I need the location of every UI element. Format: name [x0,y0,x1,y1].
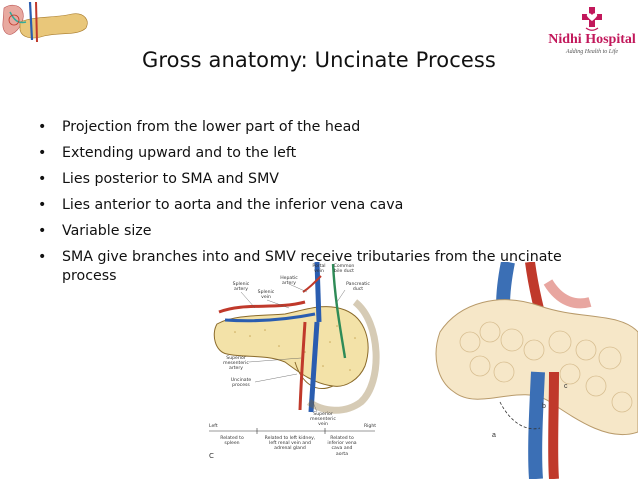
cross-heart-icon [582,7,602,31]
slide-title: Gross anatomy: Uncinate Process [142,48,496,72]
label-portal-vein: Portal vein [312,264,326,275]
bullet-dot: • [38,197,47,213]
anatomy-diagram-drawing [209,261,380,434]
bullet-dot: • [38,223,47,239]
label-pancreatic-duct: Pancreatic duct [346,282,370,293]
bullet-item: • Lies posterior to SMA and SMV [36,170,596,189]
bullet-list: • Projection from the lower part of the h… [36,118,596,293]
bullet-item: • Extending upward and to the left [36,144,596,163]
bullet-item: • Lies anterior to aorta and the inferior… [36,196,596,215]
bullet-text: Lies posterior to SMA and SMV [62,171,280,187]
svg-text:a: a [492,432,496,439]
anatomy-diagram: Portal vein Common bile duct Hepatic art… [205,261,385,467]
label-related-ivc: Related to inferior vena cava and aorta [327,436,357,457]
logo-text: Nidhi Hospital [548,32,636,47]
label-panel-c: C [209,452,214,460]
bullet-dot: • [38,171,47,187]
bullet-text: Projection from the lower part of the he… [62,119,361,135]
label-related-spleen: Related to spleen [220,436,244,447]
label-common-bile-duct: Common bile duct [333,264,355,275]
label-hepatic-artery: Hepatic artery [280,276,298,287]
bullet-item: • SMA give branches into and SMV receive … [36,248,596,286]
label-splenic-artery: Splenic artery [232,282,250,293]
label-splenic-vein: Splenic vein [257,290,275,301]
bullet-dot: • [38,119,47,135]
label-superior-mesenteric-vein: Superior mesenteric vein [310,412,336,428]
bullet-text: Variable size [62,223,152,239]
label-superior-mesenteric-artery: Superior mesenteric artery [223,356,249,372]
bullet-item: • Projection from the lower part of the h… [36,118,596,137]
bullet-text: SMA give branches into and SMV receive t… [62,249,562,284]
label-related-kidney: Related to left kidney, left renal vein … [264,436,316,452]
label-right: Right [363,424,377,429]
bullet-text: Lies anterior to aorta and the inferior … [62,197,404,213]
logo-tagline: Adding Health to Life [565,49,619,55]
label-uncinate-process: Uncinate process [230,378,252,389]
pancreas-thumbnail-image [0,0,92,55]
pancreas-illustration: a b c [435,262,638,479]
label-left: Left [209,424,218,429]
svg-text:b: b [542,403,546,410]
hospital-logo: Nidhi Hospital Adding Health to Life [548,4,636,62]
bullet-text: Extending upward and to the left [62,145,297,161]
bullet-dot: • [38,145,47,161]
bullet-dot: • [38,249,47,265]
bullet-item: • Variable size [36,222,596,241]
svg-text:c: c [564,383,568,390]
